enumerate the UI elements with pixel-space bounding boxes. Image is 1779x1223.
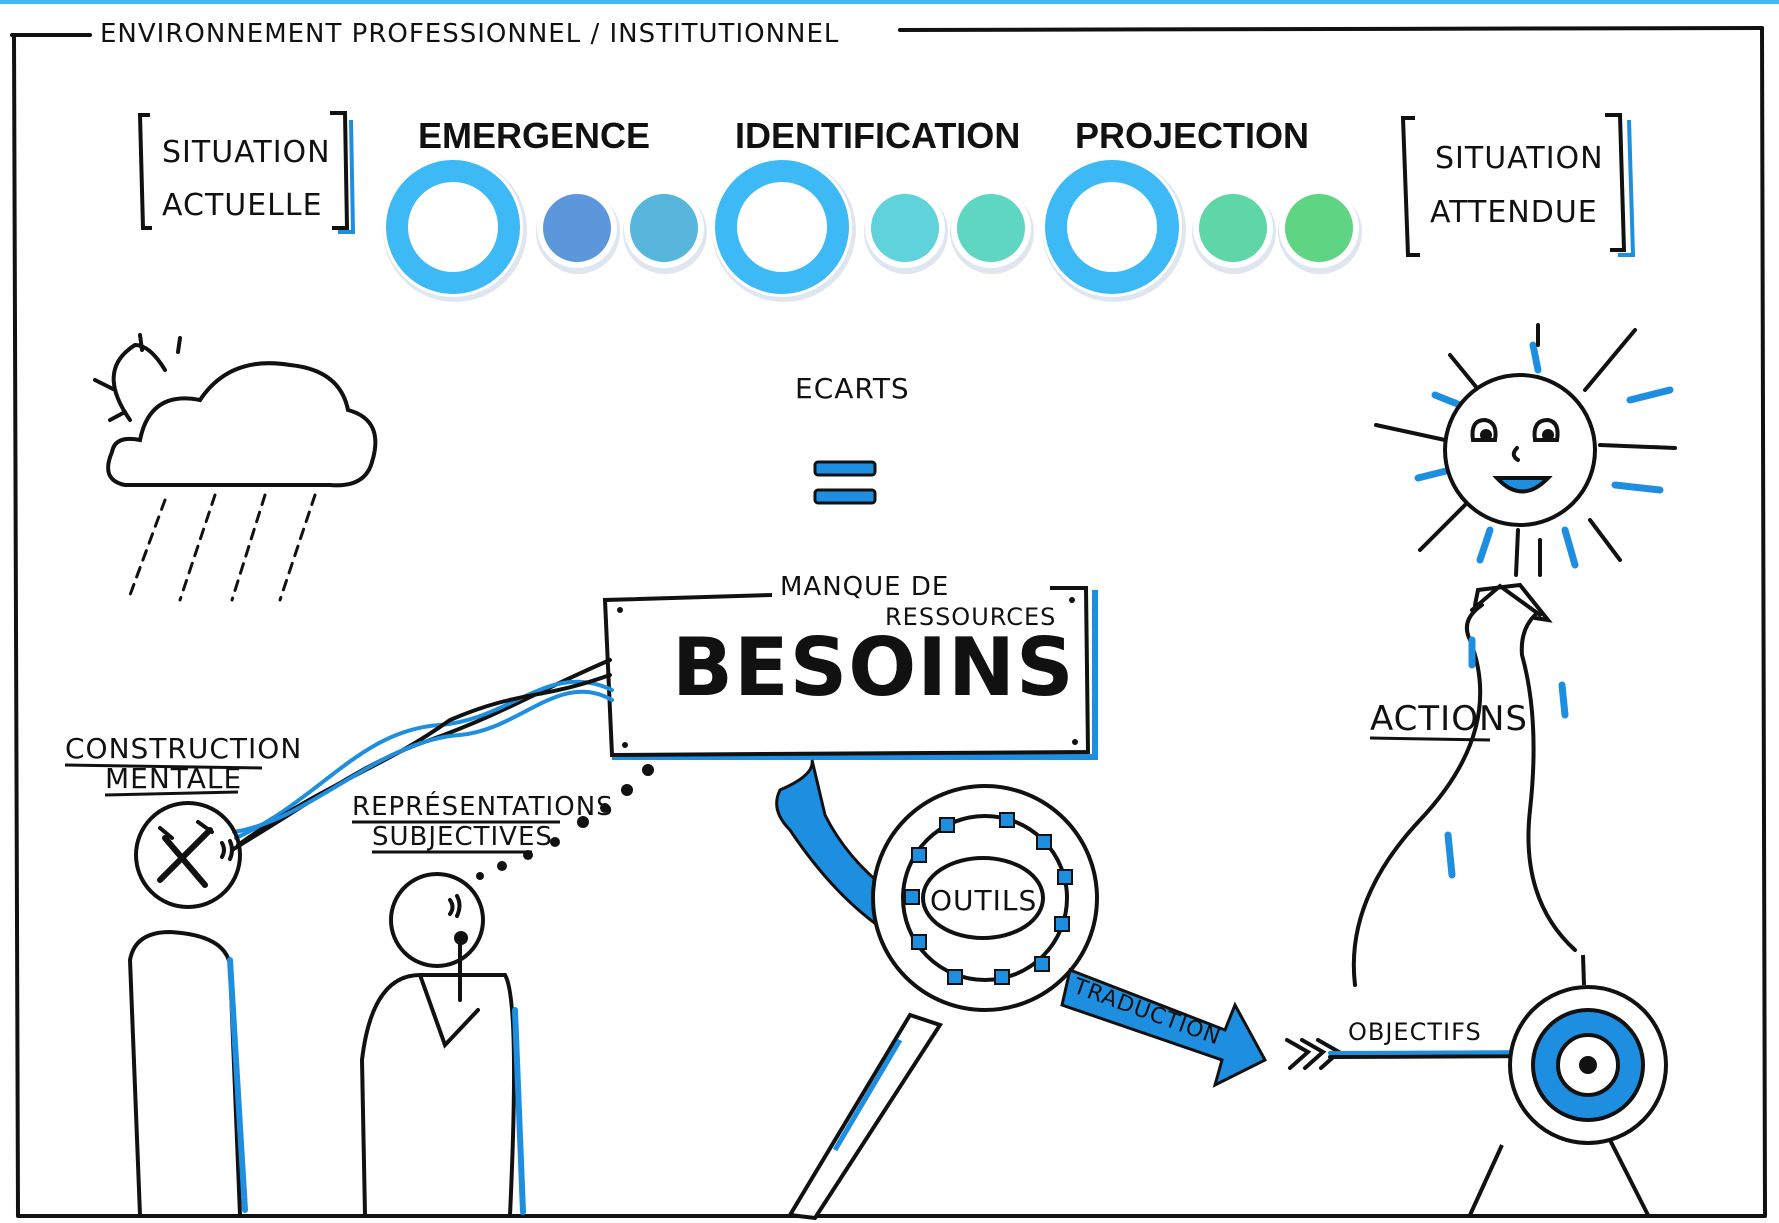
timeline-dot-1 xyxy=(536,188,620,274)
besoins-box: BESOINS xyxy=(602,586,1098,760)
current-situation-box: SITUATION ACTUELLE xyxy=(137,111,356,234)
representations-label: REPRÉSENTATIONS xyxy=(352,790,614,822)
timeline-dot-3 xyxy=(864,188,948,274)
expected-situation-box: SITUATION ATTENDUE xyxy=(1400,113,1636,257)
tools-icon xyxy=(157,820,214,888)
actions-road xyxy=(1351,582,1577,987)
target-icon xyxy=(1468,954,1668,1216)
frame-title: ENVIRONNEMENT PROFESSIONNEL / INSTITUTIO… xyxy=(100,19,839,49)
phase-ring-projection xyxy=(1042,157,1186,302)
timeline-dot-4 xyxy=(950,188,1034,274)
manque-label: MANQUE DE xyxy=(780,572,949,602)
current-situation-line2: ACTUELLE xyxy=(162,188,323,223)
phase-label-projection: PROJECTION xyxy=(1075,115,1309,156)
timeline-dot-6 xyxy=(1278,188,1362,274)
magnifier-icon: OUTILS xyxy=(786,784,1099,1221)
top-border-strip xyxy=(0,0,1779,4)
timeline-dot-5 xyxy=(1192,188,1276,274)
construction-underline xyxy=(64,763,263,797)
outils-label: OUTILS xyxy=(930,884,1037,917)
construction-label: CONSTRUCTION xyxy=(65,732,302,765)
timeline-dot-2 xyxy=(623,188,707,274)
phase-timeline xyxy=(383,157,1362,302)
person-right xyxy=(359,872,526,1217)
rain-cloud-icon xyxy=(93,333,378,602)
environment-frame xyxy=(10,26,1767,1218)
phase-ring-emergence xyxy=(383,157,527,302)
besoins-title: BESOINS xyxy=(672,621,1075,714)
phase-label-emergence: EMERGENCE xyxy=(418,115,650,156)
equals-sign-icon xyxy=(813,460,877,505)
sun-icon xyxy=(1374,323,1677,577)
actions-label: ACTIONS xyxy=(1370,699,1528,739)
subjectives-label: SUBJECTIVES xyxy=(372,822,553,852)
objectifs-label: OBJECTIFS xyxy=(1348,1018,1482,1046)
actions-underline xyxy=(1369,736,1491,742)
current-situation-line1: SITUATION xyxy=(162,135,331,170)
expected-situation-line2: ATTENDUE xyxy=(1430,195,1598,230)
thought-dots xyxy=(476,764,654,880)
ecarts-label: ECARTS xyxy=(795,372,910,405)
phase-ring-identification xyxy=(712,157,856,302)
braid-connector xyxy=(230,658,614,852)
traduction-arrow: TRADUCTION xyxy=(1060,967,1268,1088)
phase-label-identification: IDENTIFICATION xyxy=(735,115,1020,156)
person-left xyxy=(127,801,248,1217)
expected-situation-line1: SITUATION xyxy=(1435,141,1604,176)
representations-underline xyxy=(352,820,560,854)
sun-rays xyxy=(1374,323,1677,577)
ressources-label: RESSOURCES xyxy=(885,603,1056,631)
